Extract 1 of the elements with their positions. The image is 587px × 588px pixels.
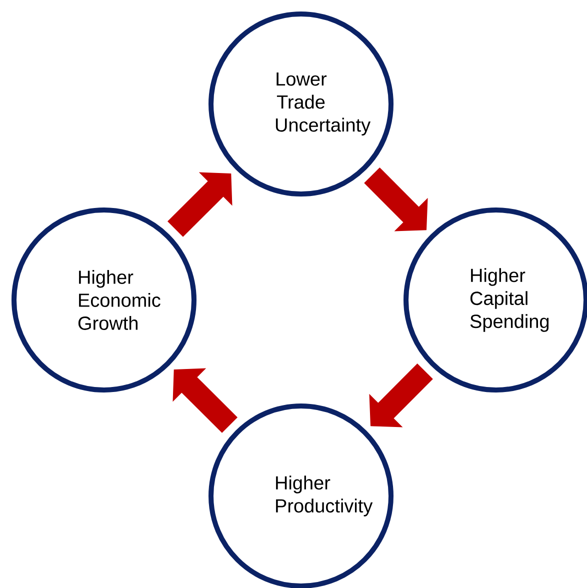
block-arrow bbox=[168, 172, 232, 237]
